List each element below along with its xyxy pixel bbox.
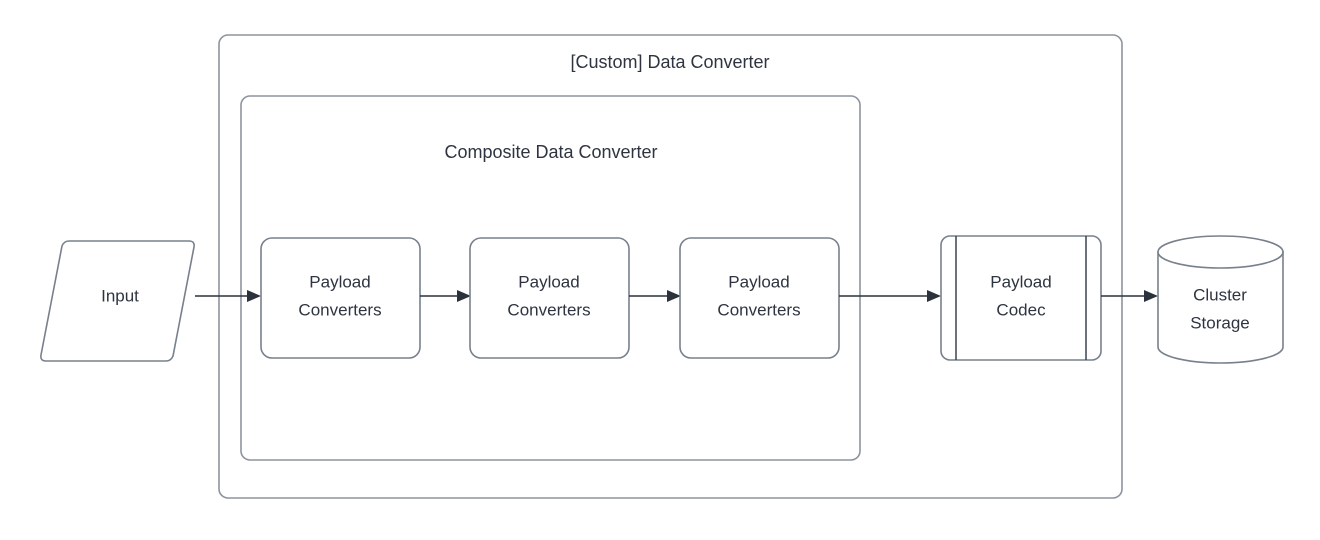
edge-input-to-payload-converters-1 (195, 290, 261, 302)
node-input[interactable]: Input (40, 240, 195, 362)
node-cluster-storage[interactable]: Cluster Storage (1157, 235, 1284, 364)
container-composite-data-converter[interactable]: Composite Data Converter (240, 95, 861, 461)
payload-converters-3-label-line1: Payload (728, 272, 789, 291)
arrowhead-icon (457, 290, 471, 302)
cluster-storage-label-line1: Cluster (1193, 285, 1247, 304)
payload-converters-2-shape[interactable] (469, 237, 630, 359)
input-shape[interactable] (40, 240, 195, 362)
edge-payload-converters-1-to-2 (420, 290, 471, 302)
payload-codec-shape[interactable] (940, 235, 1102, 361)
node-payload-converters-3[interactable]: Payload Converters (679, 237, 840, 359)
edge-payload-codec-to-cluster-storage (1101, 290, 1158, 302)
composite-data-converter-label: Composite Data Converter (444, 142, 657, 162)
node-payload-converters-2[interactable]: Payload Converters (469, 237, 630, 359)
payload-converters-3-shape[interactable] (679, 237, 840, 359)
edge-payload-converters-2-to-3 (629, 290, 681, 302)
payload-converters-3-label-line2: Converters (717, 300, 800, 319)
arrowhead-icon (667, 290, 681, 302)
payload-converters-1-label-line2: Converters (298, 300, 381, 319)
input-label: Input (101, 286, 139, 305)
composite-data-converter-box[interactable] (240, 95, 861, 461)
node-payload-converters-1[interactable]: Payload Converters (260, 237, 421, 359)
payload-converters-2-label-line1: Payload (518, 272, 579, 291)
arrowhead-icon (927, 290, 941, 302)
payload-converters-1-shape[interactable] (260, 237, 421, 359)
custom-data-converter-label: [Custom] Data Converter (570, 52, 769, 72)
node-payload-codec[interactable]: Payload Codec (940, 235, 1102, 361)
cluster-storage-label-line2: Storage (1190, 313, 1250, 332)
payload-codec-label-line1: Payload (990, 272, 1051, 291)
payload-converters-1-label-line1: Payload (309, 272, 370, 291)
cluster-storage-top-ellipse (1157, 235, 1284, 269)
cluster-storage-body[interactable] (1157, 251, 1284, 364)
arrowhead-icon (247, 290, 261, 302)
payload-codec-label-line2: Codec (996, 300, 1046, 319)
payload-converters-2-label-line2: Converters (507, 300, 590, 319)
arrowhead-icon (1144, 290, 1158, 302)
edge-payload-converters-3-to-payload-codec (839, 290, 941, 302)
container-custom-data-converter[interactable]: [Custom] Data Converter (218, 34, 1123, 499)
custom-data-converter-box[interactable] (218, 34, 1123, 499)
